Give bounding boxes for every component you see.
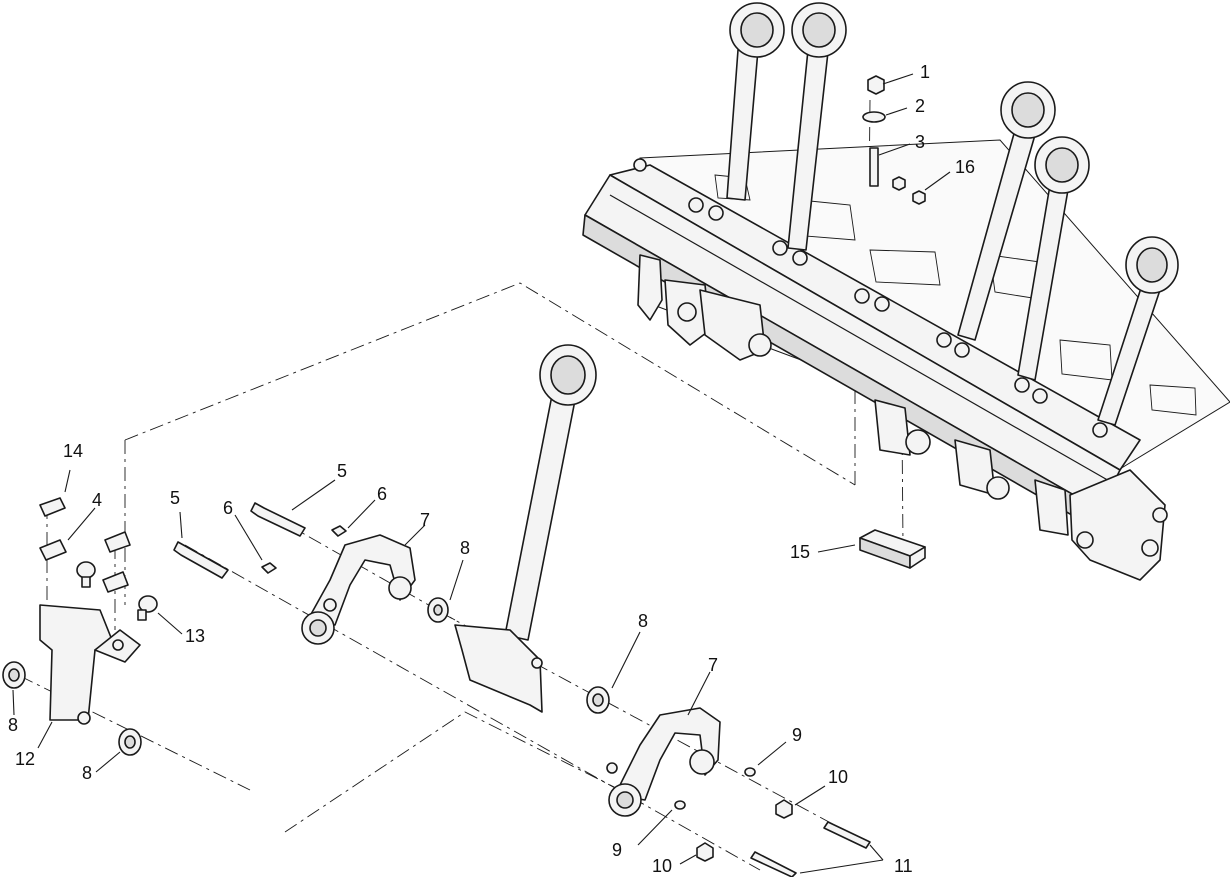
standalone-lever [454, 344, 597, 713]
leader-lines [12, 73, 951, 874]
callout-6-left: 6 [223, 498, 234, 518]
callout-5-upper: 5 [337, 461, 348, 481]
pivot-brackets [637, 254, 1069, 536]
block-part [859, 529, 926, 569]
callout-8-left: 8 [8, 715, 19, 735]
callout-2: 2 [915, 96, 926, 116]
callout-3: 3 [915, 132, 926, 152]
callout-12: 12 [15, 749, 36, 769]
callout-5-left: 5 [170, 488, 181, 508]
callout-1: 1 [920, 62, 931, 82]
callout-9-bottom: 9 [612, 840, 623, 860]
callout-8-right: 8 [638, 611, 649, 631]
top-hardware [862, 75, 926, 205]
callout-15: 15 [790, 542, 811, 562]
callout-4: 4 [92, 490, 103, 510]
end-bracket [1069, 469, 1166, 581]
bar-fasteners [633, 158, 1108, 438]
rail-levers [726, 2, 1179, 426]
bearings [2, 597, 610, 756]
callout-6-upper: 6 [377, 484, 388, 504]
callout-11: 11 [894, 856, 913, 876]
callout-8-bottom: 8 [82, 763, 93, 783]
yoke-brackets [301, 534, 721, 817]
callout-14: 14 [63, 441, 84, 461]
callout-10-right: 10 [828, 767, 849, 787]
callout-7-lower: 7 [708, 655, 719, 675]
callout-7-upper: 7 [420, 510, 431, 530]
callout-10-bottom: 10 [652, 856, 673, 876]
callout-13: 13 [185, 626, 206, 646]
fasteners [173, 502, 871, 877]
lever-rail-assembly [582, 2, 1230, 581]
callout-16: 16 [955, 157, 976, 177]
callout-9-right: 9 [792, 725, 803, 745]
callout-8-center: 8 [460, 538, 471, 558]
left-bracket-assembly [39, 497, 158, 725]
